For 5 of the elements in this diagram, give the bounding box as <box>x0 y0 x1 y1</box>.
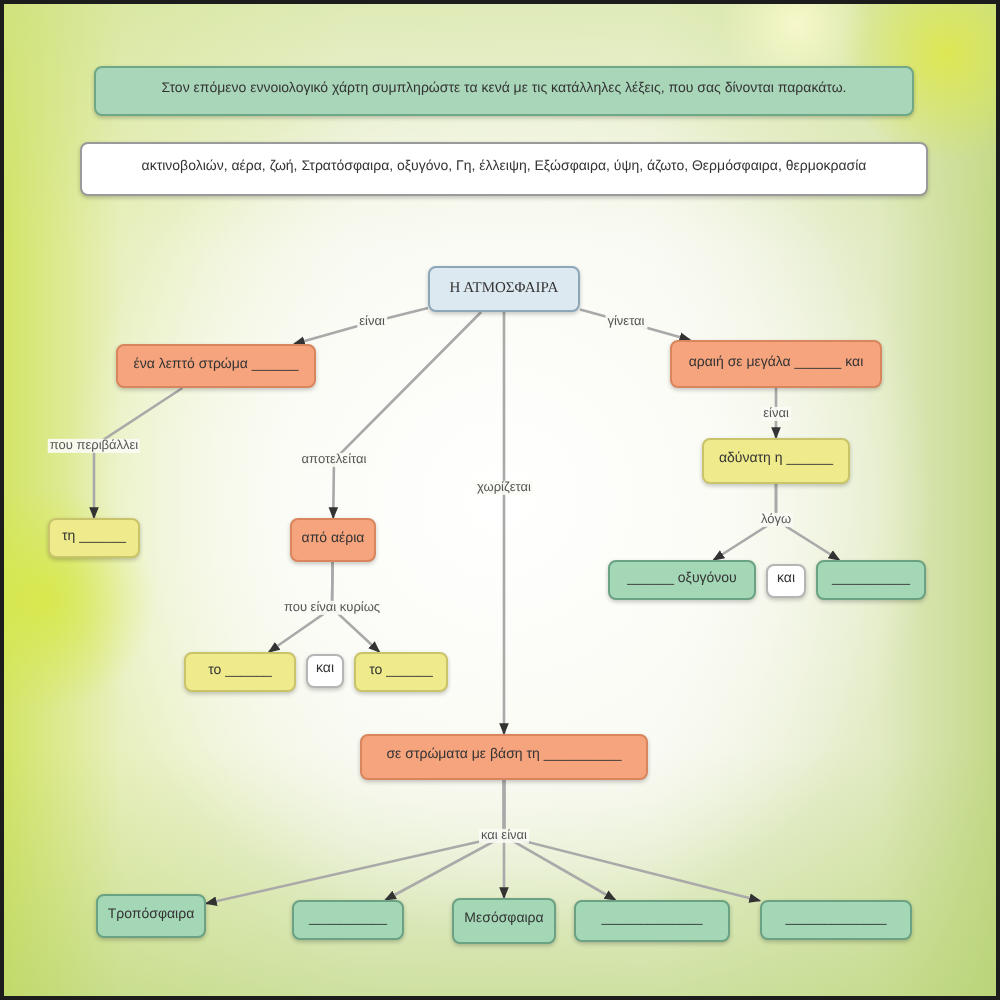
arrow <box>502 780 762 903</box>
arrow <box>328 311 483 520</box>
arrow <box>499 312 509 736</box>
arrow <box>89 386 184 520</box>
arrow <box>774 484 841 562</box>
